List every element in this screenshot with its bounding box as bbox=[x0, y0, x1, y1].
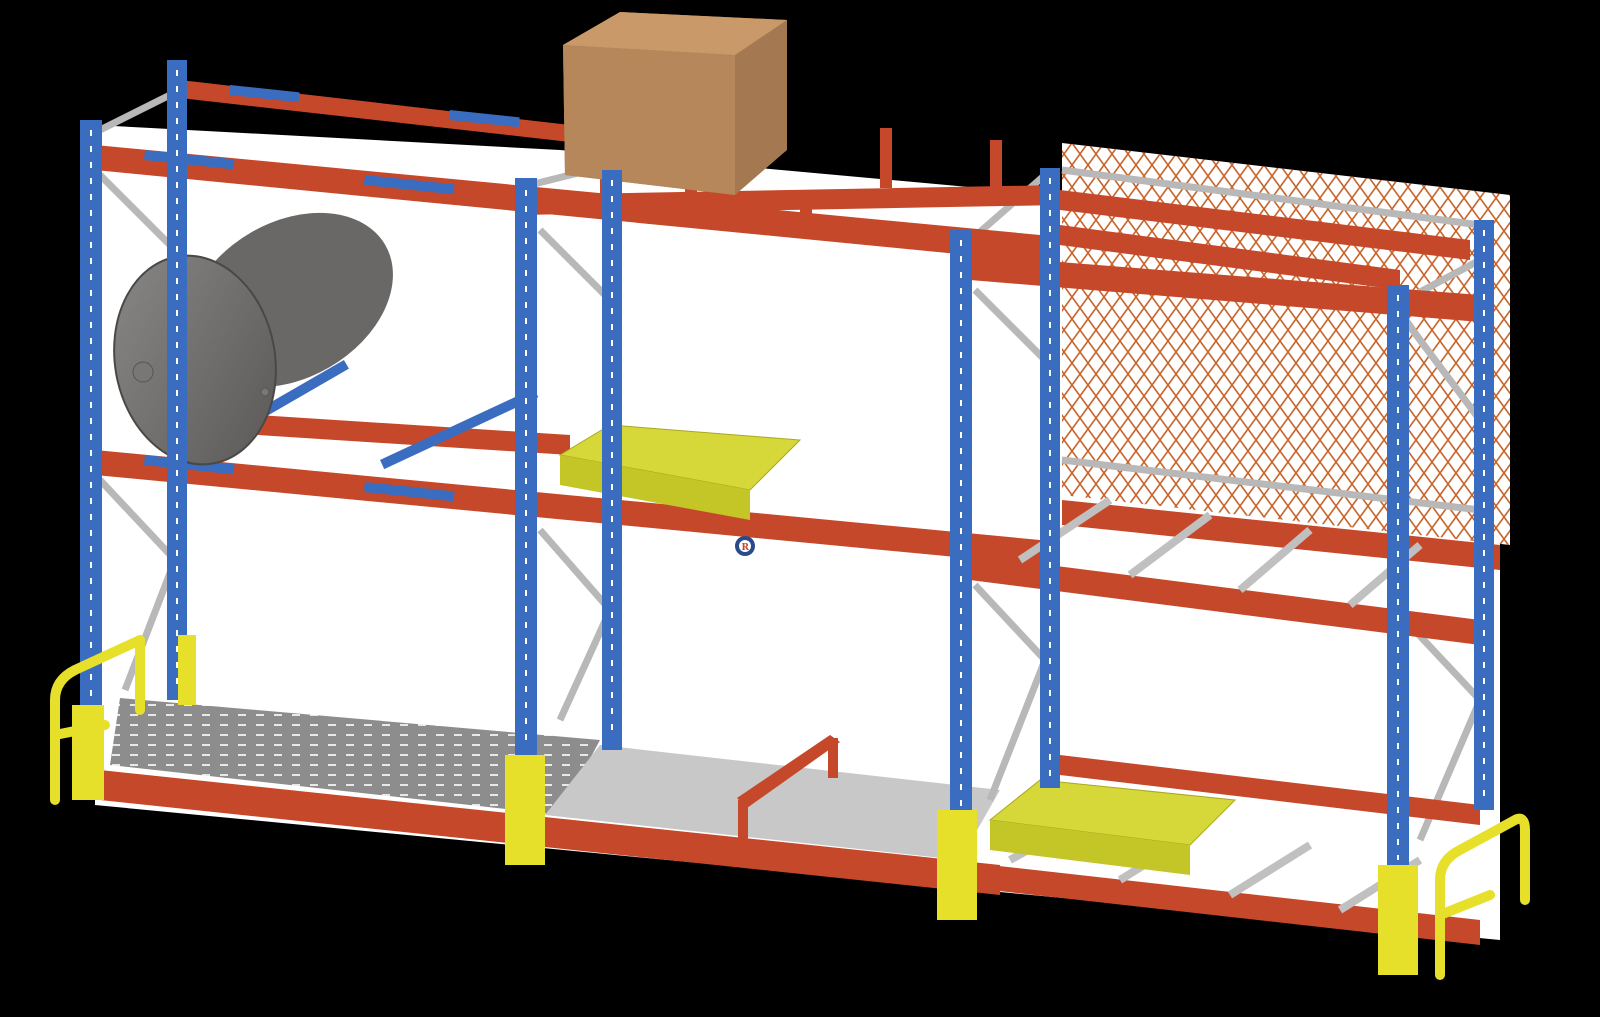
upright-guards bbox=[72, 635, 1418, 975]
floor-stop bbox=[737, 735, 840, 840]
end-guard-left bbox=[50, 635, 145, 805]
brand-logo: R bbox=[735, 536, 755, 556]
cardboard-box bbox=[563, 12, 787, 195]
solid-deck bbox=[545, 745, 1000, 860]
grating-deck bbox=[110, 698, 600, 815]
steel-drum bbox=[113, 212, 393, 466]
upright-holes bbox=[90, 70, 1485, 860]
end-guard-right bbox=[1435, 813, 1530, 980]
yellow-pallet-right bbox=[988, 779, 1237, 875]
svg-text:R: R bbox=[742, 543, 750, 553]
